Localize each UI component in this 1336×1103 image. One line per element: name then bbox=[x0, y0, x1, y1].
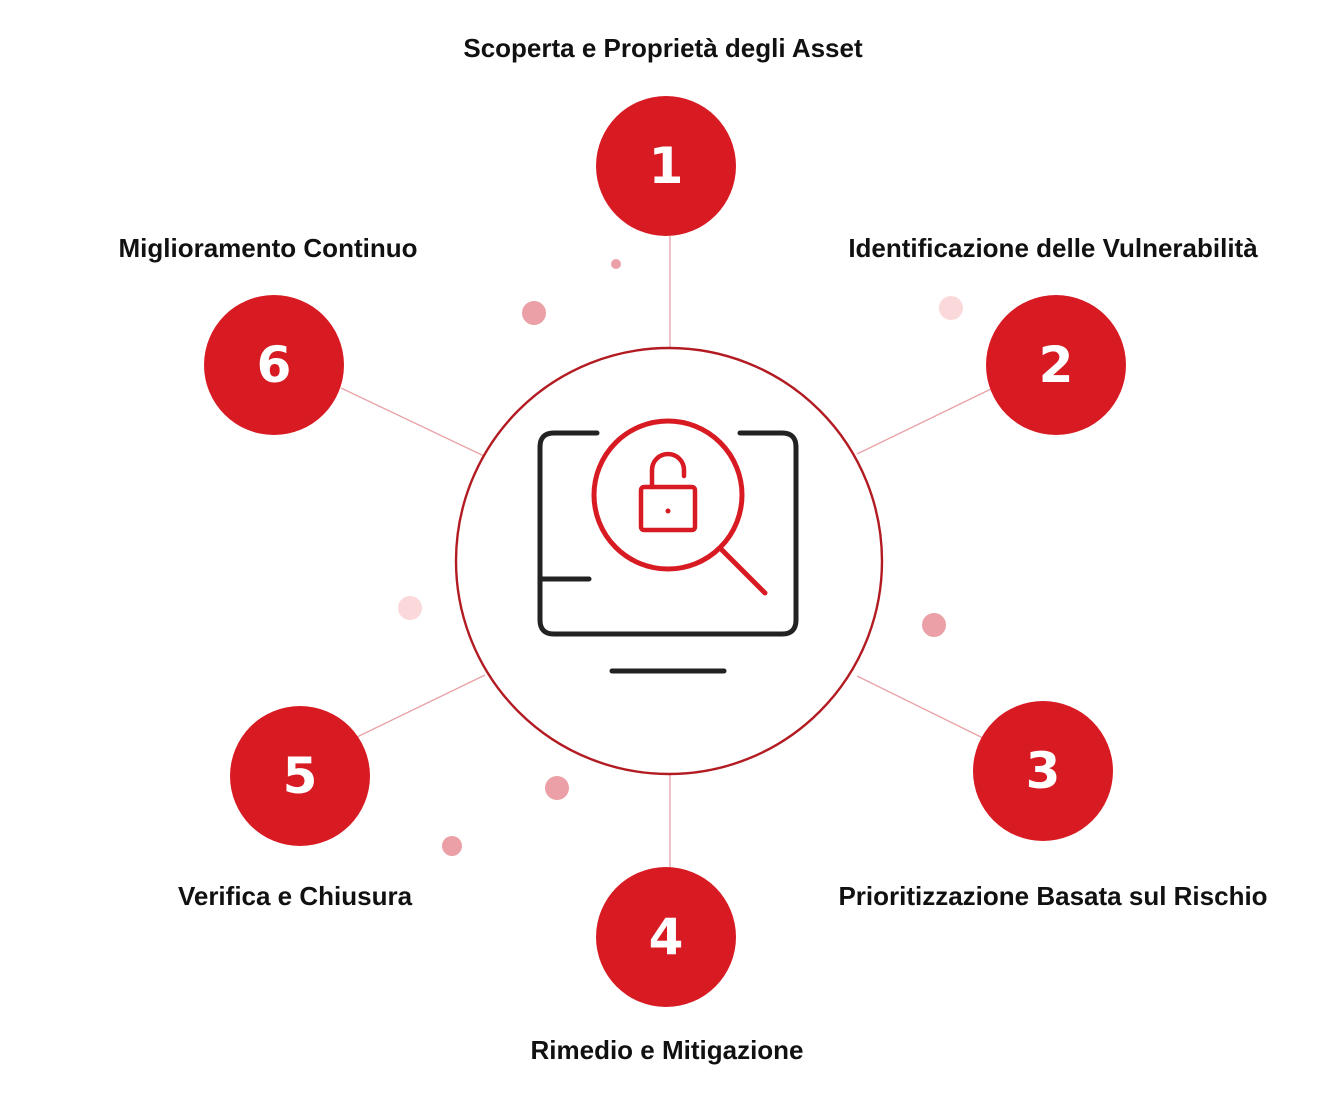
decorative-dot bbox=[611, 259, 621, 269]
step-label-3: Prioritizzazione Basata sul Rischio bbox=[838, 881, 1268, 911]
step-node-3: 3 bbox=[973, 701, 1113, 841]
step-number-1: 1 bbox=[649, 137, 684, 195]
step-circle-4 bbox=[596, 867, 736, 1007]
step-number-4: 4 bbox=[649, 908, 684, 966]
center-hub bbox=[454, 346, 884, 776]
decorative-dot bbox=[545, 776, 569, 800]
step-circle-1 bbox=[596, 96, 736, 236]
step-circle-3 bbox=[973, 701, 1113, 841]
connector-3 bbox=[856, 675, 988, 741]
step-number-3: 3 bbox=[1026, 742, 1061, 800]
step-number-2: 2 bbox=[1039, 336, 1074, 394]
monitor-magnifier-unlocked-padlock-icon bbox=[537, 418, 799, 674]
decorative-dot bbox=[939, 296, 963, 320]
connector-2 bbox=[856, 387, 994, 455]
decorative-dot bbox=[442, 836, 462, 856]
step-label-1: Scoperta e Proprietà degli Asset bbox=[463, 33, 863, 63]
step-number-6: 6 bbox=[257, 336, 292, 394]
decorative-dot bbox=[922, 613, 946, 637]
step-node-5: 5 bbox=[230, 706, 370, 846]
step-circle-5 bbox=[230, 706, 370, 846]
step-node-6: 6 bbox=[204, 295, 344, 435]
step-label-4: Rimedio e Mitigazione bbox=[530, 1035, 804, 1065]
connector-5 bbox=[356, 674, 486, 738]
step-label-5: Verifica e Chiusura bbox=[177, 881, 413, 911]
step-label-6: Miglioramento Continuo bbox=[118, 233, 418, 263]
center-ring bbox=[454, 346, 884, 776]
decorative-dots bbox=[398, 259, 963, 856]
decorative-dot bbox=[522, 301, 546, 325]
step-number-5: 5 bbox=[283, 747, 318, 805]
step-circle-2 bbox=[986, 295, 1126, 435]
connectors bbox=[340, 236, 994, 868]
connector-6 bbox=[340, 387, 485, 457]
step-node-4: 4 bbox=[596, 867, 736, 1007]
step-label-2: Identificazione delle Vulnerabilità bbox=[848, 233, 1258, 263]
step-node-1: 1 bbox=[596, 96, 736, 236]
decorative-dot bbox=[398, 596, 422, 620]
step-node-2: 2 bbox=[986, 295, 1126, 435]
step-circle-6 bbox=[204, 295, 344, 435]
